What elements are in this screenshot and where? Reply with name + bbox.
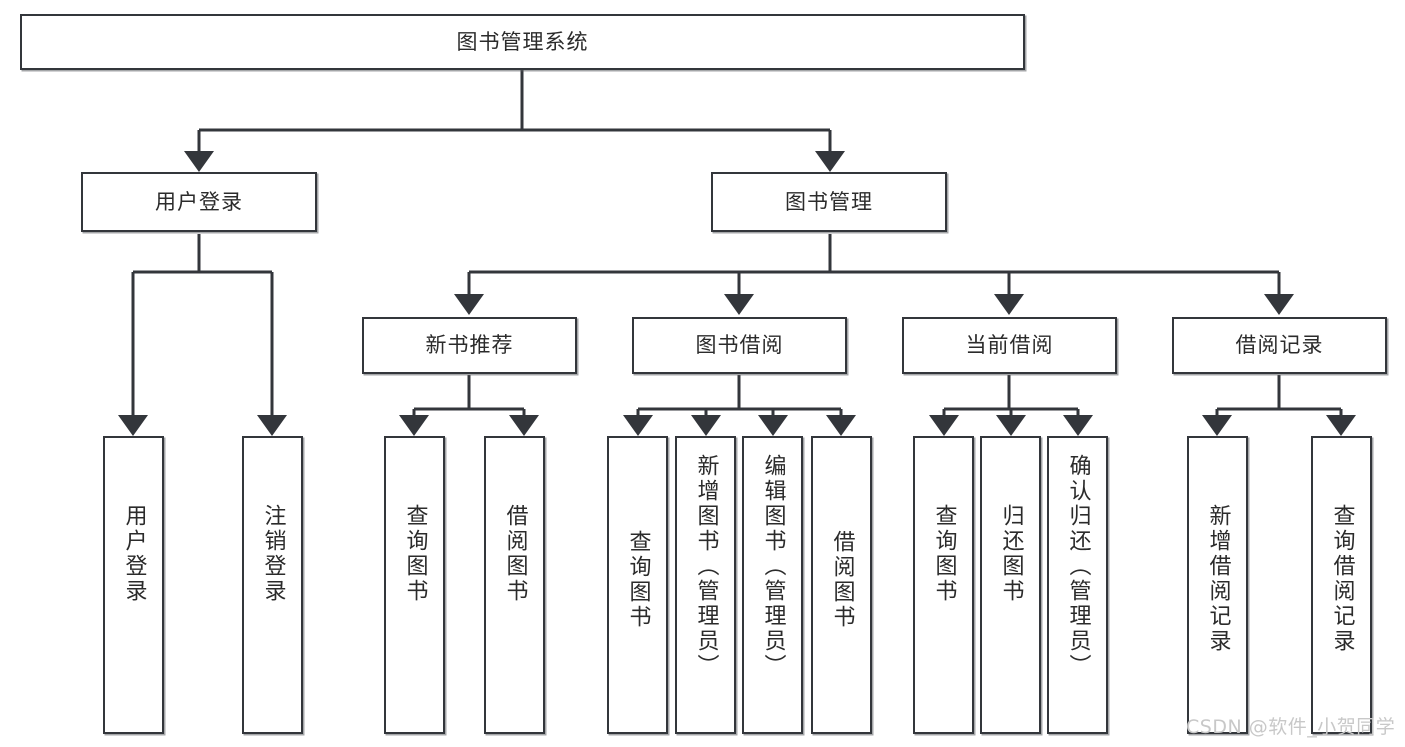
node-label: 查询图书	[931, 504, 957, 604]
leaf-borrow-add-book-admin[interactable]: 新增图书（管理员）	[675, 436, 736, 734]
leaf-user-login-action[interactable]: 用户登录	[103, 436, 164, 734]
leaf-borrow-query-book[interactable]: 查询图书	[607, 436, 668, 734]
node-label: 当前借阅	[965, 333, 1054, 358]
leaf-current-return-book[interactable]: 归还图书	[980, 436, 1041, 734]
node-label: 新增图书（管理员）	[693, 454, 719, 679]
node-label: 借阅记录	[1235, 333, 1324, 358]
node-label: 借阅图书	[502, 504, 528, 604]
node-current-borrow[interactable]: 当前借阅	[902, 317, 1117, 374]
node-label: 查询借阅记录	[1329, 504, 1355, 654]
node-label: 归还图书	[998, 504, 1024, 604]
leaf-borrow-edit-book-admin[interactable]: 编辑图书（管理员）	[742, 436, 803, 734]
leaf-borrow-borrow-book[interactable]: 借阅图书	[811, 436, 872, 734]
leaf-recommend-query-book[interactable]: 查询图书	[384, 436, 445, 734]
node-label: 用户登录	[121, 504, 147, 604]
node-new-book-recommend[interactable]: 新书推荐	[362, 317, 577, 374]
node-label: 新增借阅记录	[1205, 504, 1231, 654]
node-label: 新书推荐	[425, 333, 514, 358]
node-label: 注销登录	[260, 504, 286, 604]
node-label: 图书管理	[785, 189, 873, 214]
node-label: 借阅图书	[829, 530, 855, 630]
node-label: 查询图书	[625, 530, 651, 630]
leaf-user-logout[interactable]: 注销登录	[242, 436, 303, 734]
watermark-text: CSDN @软件_小贺同学	[1186, 716, 1396, 738]
node-book-management[interactable]: 图书管理	[711, 172, 947, 232]
node-label: 用户登录	[155, 189, 243, 214]
node-label: 编辑图书（管理员）	[760, 454, 786, 679]
node-borrow-record[interactable]: 借阅记录	[1172, 317, 1387, 374]
leaf-current-query-book[interactable]: 查询图书	[913, 436, 974, 734]
leaf-recommend-borrow-book[interactable]: 借阅图书	[484, 436, 545, 734]
leaf-record-query-record[interactable]: 查询借阅记录	[1311, 436, 1372, 734]
node-label: 图书借阅	[695, 333, 784, 358]
node-label: 图书管理系统	[456, 29, 589, 54]
leaf-record-add-record[interactable]: 新增借阅记录	[1187, 436, 1248, 734]
node-label: 确认归还（管理员）	[1065, 454, 1091, 679]
node-root-system[interactable]: 图书管理系统	[20, 14, 1025, 70]
node-book-borrow[interactable]: 图书借阅	[632, 317, 847, 374]
node-user-login[interactable]: 用户登录	[81, 172, 317, 232]
node-label: 查询图书	[402, 504, 428, 604]
leaf-current-confirm-return-admin[interactable]: 确认归还（管理员）	[1047, 436, 1108, 734]
